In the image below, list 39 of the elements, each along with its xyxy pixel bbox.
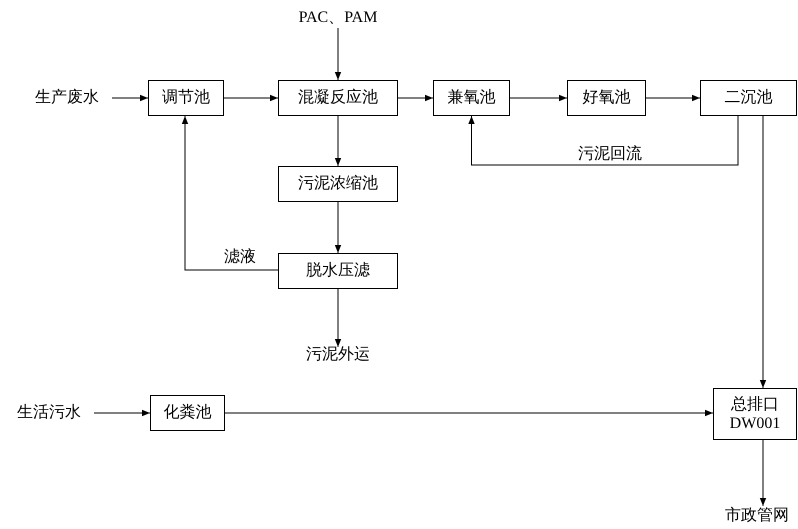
flow-label: 生活污水 (16, 403, 82, 423)
box-label: 化粪池 (162, 403, 212, 423)
box-label: 调节池 (161, 88, 211, 108)
flow-arrow (646, 94, 700, 102)
flow-label: 市政管网 (724, 506, 790, 526)
flow-arrow (112, 94, 148, 102)
process-box (148, 80, 224, 116)
box-label: 混凝反应池 (297, 88, 379, 108)
box-label: 污泥浓缩池 (297, 174, 379, 194)
process-box (567, 80, 646, 116)
flow-arrow (182, 116, 278, 270)
process-box (150, 395, 225, 431)
box-label: 二沉池 (724, 88, 774, 108)
box-label: 脱水压滤 (305, 261, 371, 281)
flow-label: 污泥外运 (305, 345, 371, 365)
box-label: 兼氧池 (446, 88, 496, 108)
process-box (433, 80, 510, 116)
flow-arrow (760, 440, 766, 506)
flow-label: 生产废水 (34, 88, 100, 108)
flow-arrow (468, 116, 738, 166)
flow-arrow (224, 94, 278, 102)
flow-arrow (224, 410, 714, 416)
process-box (278, 253, 398, 289)
flow-arrow (334, 116, 342, 166)
process-box (713, 388, 797, 440)
flow-arrow (334, 28, 342, 80)
process-box (278, 80, 398, 116)
flow-arrow (398, 94, 434, 102)
flow-arrow (334, 288, 342, 348)
flow-arrow (510, 94, 568, 102)
flow-label: PAC、PAM (298, 8, 378, 28)
flow-arrow (760, 116, 766, 388)
process-box (278, 166, 398, 202)
flow-arrow (334, 202, 342, 254)
edge-label: 污泥回流 (576, 144, 644, 164)
box-label: 好氧池 (582, 88, 632, 108)
process-box (700, 80, 797, 116)
flow-arrow (94, 410, 150, 416)
box-label: 总排口 DW001 (728, 394, 782, 434)
